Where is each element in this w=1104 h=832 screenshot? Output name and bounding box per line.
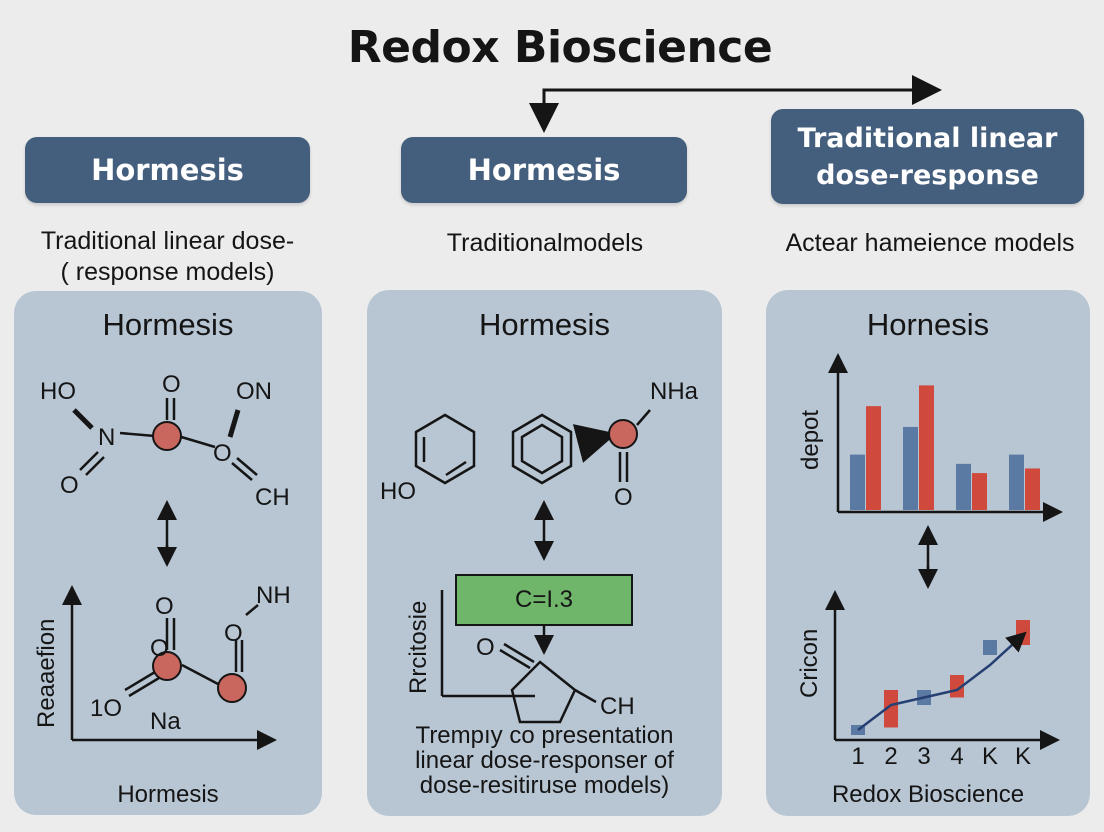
x-tick-label: 4 (950, 743, 964, 770)
caption-left: Hormesis (117, 781, 219, 808)
caption-right: Redox Bioscience (831, 781, 1025, 808)
bar-red (919, 385, 934, 510)
x-tick-label: K (1014, 743, 1031, 770)
bar-red (1025, 468, 1040, 510)
atom-label: O (162, 371, 181, 398)
atom-label: O (155, 593, 174, 620)
atom-label: O (150, 635, 169, 662)
page-title: Redox Bioscience (347, 22, 773, 73)
x-tick-label: 3 (917, 743, 931, 770)
header-hormesis-left: Hormesis (25, 137, 310, 203)
series-line (857, 631, 1027, 731)
range-marker (884, 690, 898, 728)
panel-title-right: Hornesis (866, 307, 990, 342)
y-axis-label-line: Cricon (796, 628, 823, 698)
header-hormesis-center: Hormesis (401, 137, 687, 203)
bar-blue (1009, 454, 1024, 510)
bar-blue (956, 463, 971, 510)
formula-box (455, 574, 633, 626)
atom-label: NHa (650, 378, 699, 405)
atom-label: NH (256, 582, 291, 609)
bar-blue (850, 454, 865, 510)
panel-title-center: Hormesis (479, 307, 610, 342)
atom-label: O (224, 620, 243, 647)
atom-label: CH (255, 484, 290, 511)
subtitle-left: Traditional linear dose- ( response mode… (40, 227, 295, 286)
subtitle-center: Traditionalmodels (446, 229, 644, 257)
atom-label: N (98, 424, 116, 451)
atom-label: 1O (90, 695, 123, 722)
y-axis-label-bar: depot (797, 409, 824, 470)
atom-label: CH (600, 693, 635, 720)
atom-label: HO (40, 378, 76, 405)
panel-title-left: Hormesis (102, 307, 234, 342)
atom-label: O (60, 472, 79, 499)
bar-red (866, 406, 881, 510)
bar-red (972, 473, 987, 510)
x-tick-label: K (981, 743, 998, 770)
subtitle-right: Actear hameience models (785, 229, 1075, 257)
x-tick-label: 2 (884, 743, 898, 770)
atom-label: O (614, 484, 633, 511)
bar-blue (903, 426, 918, 510)
header-traditional-right: Traditional linear dose-response (771, 109, 1084, 204)
range-marker (983, 640, 997, 655)
atom-label: ON (236, 378, 272, 405)
atom-label: O (476, 634, 495, 661)
atom-label: O (213, 440, 232, 467)
x-tick-label: 1 (851, 743, 865, 770)
formula-label: C=I.3 (514, 586, 574, 613)
atom-label: HO (380, 478, 416, 505)
atom-label: Na (150, 708, 181, 735)
range-marker (1016, 620, 1030, 645)
caption-center: Trempıy co presentation linear dose-resp… (415, 722, 674, 799)
